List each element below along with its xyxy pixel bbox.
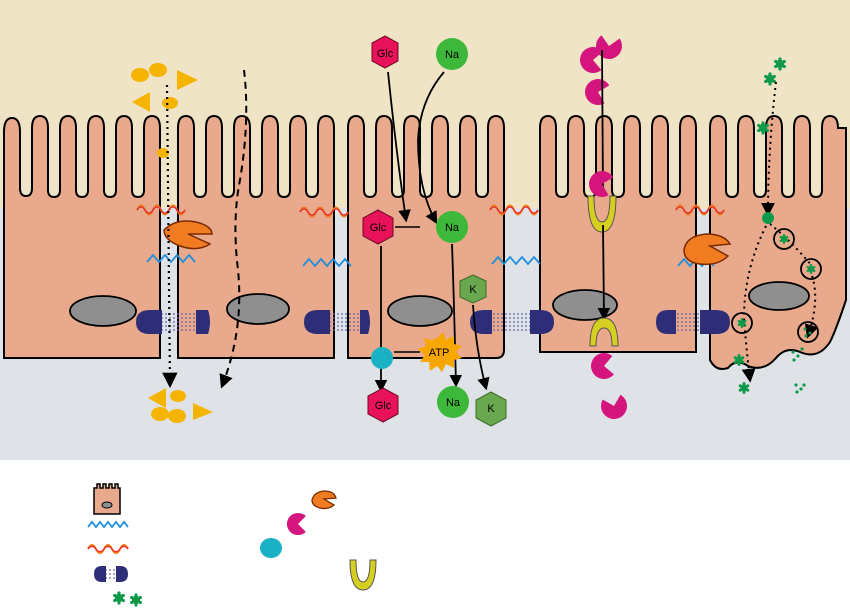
atp-label: ATP [429, 347, 450, 359]
sodium-lumen-label: Na [445, 49, 460, 61]
desmosome-4 [656, 310, 730, 334]
sodium-cytoplasm [436, 211, 468, 243]
tight-junction-1 [136, 204, 186, 216]
nucleus-cell-4 [552, 289, 618, 321]
desmosome-icon [94, 566, 128, 582]
receptor-icon [349, 559, 377, 591]
potassium-interstitium-label: K [487, 403, 495, 415]
desmosome-2 [304, 310, 370, 334]
tight-junction-3 [489, 204, 539, 216]
tight-junction-2 [299, 206, 349, 218]
endosomes [731, 228, 822, 343]
sodium-interstitium-label: Na [446, 397, 461, 409]
pathogen-receptor-2 [683, 233, 732, 266]
potassium-interstitium [475, 391, 507, 427]
receptor-apical [587, 195, 617, 233]
glucose-interstitium [367, 387, 399, 423]
glucose-interstitium-label: Glc [375, 400, 392, 412]
sodium-cytoplasm-label: Na [445, 222, 460, 234]
potassium-cytoplasm [459, 274, 487, 304]
glucose-cytoplasm [362, 209, 394, 245]
atp-pump [418, 332, 462, 372]
potassium-cytoplasm-label: K [469, 284, 477, 296]
glucose-lumen [371, 35, 399, 69]
particles-interstitium [148, 388, 213, 423]
epithelial-cell-2 [177, 114, 335, 359]
epithelial-cell-icon [93, 483, 121, 515]
desmosome-1 [136, 310, 210, 334]
adherens-junction-3 [491, 255, 541, 266]
legend-region [0, 460, 850, 609]
desmosome-3 [470, 310, 554, 334]
adherens-junction-2 [302, 257, 352, 268]
sodium-lumen [436, 38, 468, 70]
adherens-junction-icon [87, 520, 129, 529]
paracellular-dotted-arrow [162, 84, 178, 389]
transporter-icon [260, 538, 282, 558]
receptor-basal [589, 317, 619, 347]
nucleus-cell-1 [69, 295, 137, 327]
microbe-internalized [762, 212, 774, 224]
epithelial-cell-5 [709, 114, 847, 370]
nucleus-cell-5 [748, 281, 810, 311]
nucleus-cell-2 [226, 293, 290, 325]
particles-lumen [131, 63, 198, 158]
glucose-transporter [371, 347, 393, 369]
tight-junction-icon [87, 544, 129, 554]
sodium-interstitium [437, 386, 469, 418]
transcellular-dashed-arrow [219, 69, 248, 389]
pathogen-receptor-1 [163, 220, 213, 250]
microbe-fragments [733, 347, 806, 394]
glucose-lumen-label: Glc [377, 48, 394, 60]
tight-junction-4 [675, 204, 725, 216]
nucleus-cell-3 [387, 295, 453, 327]
pathogen-receptor-icon [311, 490, 337, 510]
adherens-junction-1 [146, 253, 196, 264]
glucose-cytoplasm-label: Glc [370, 222, 387, 234]
